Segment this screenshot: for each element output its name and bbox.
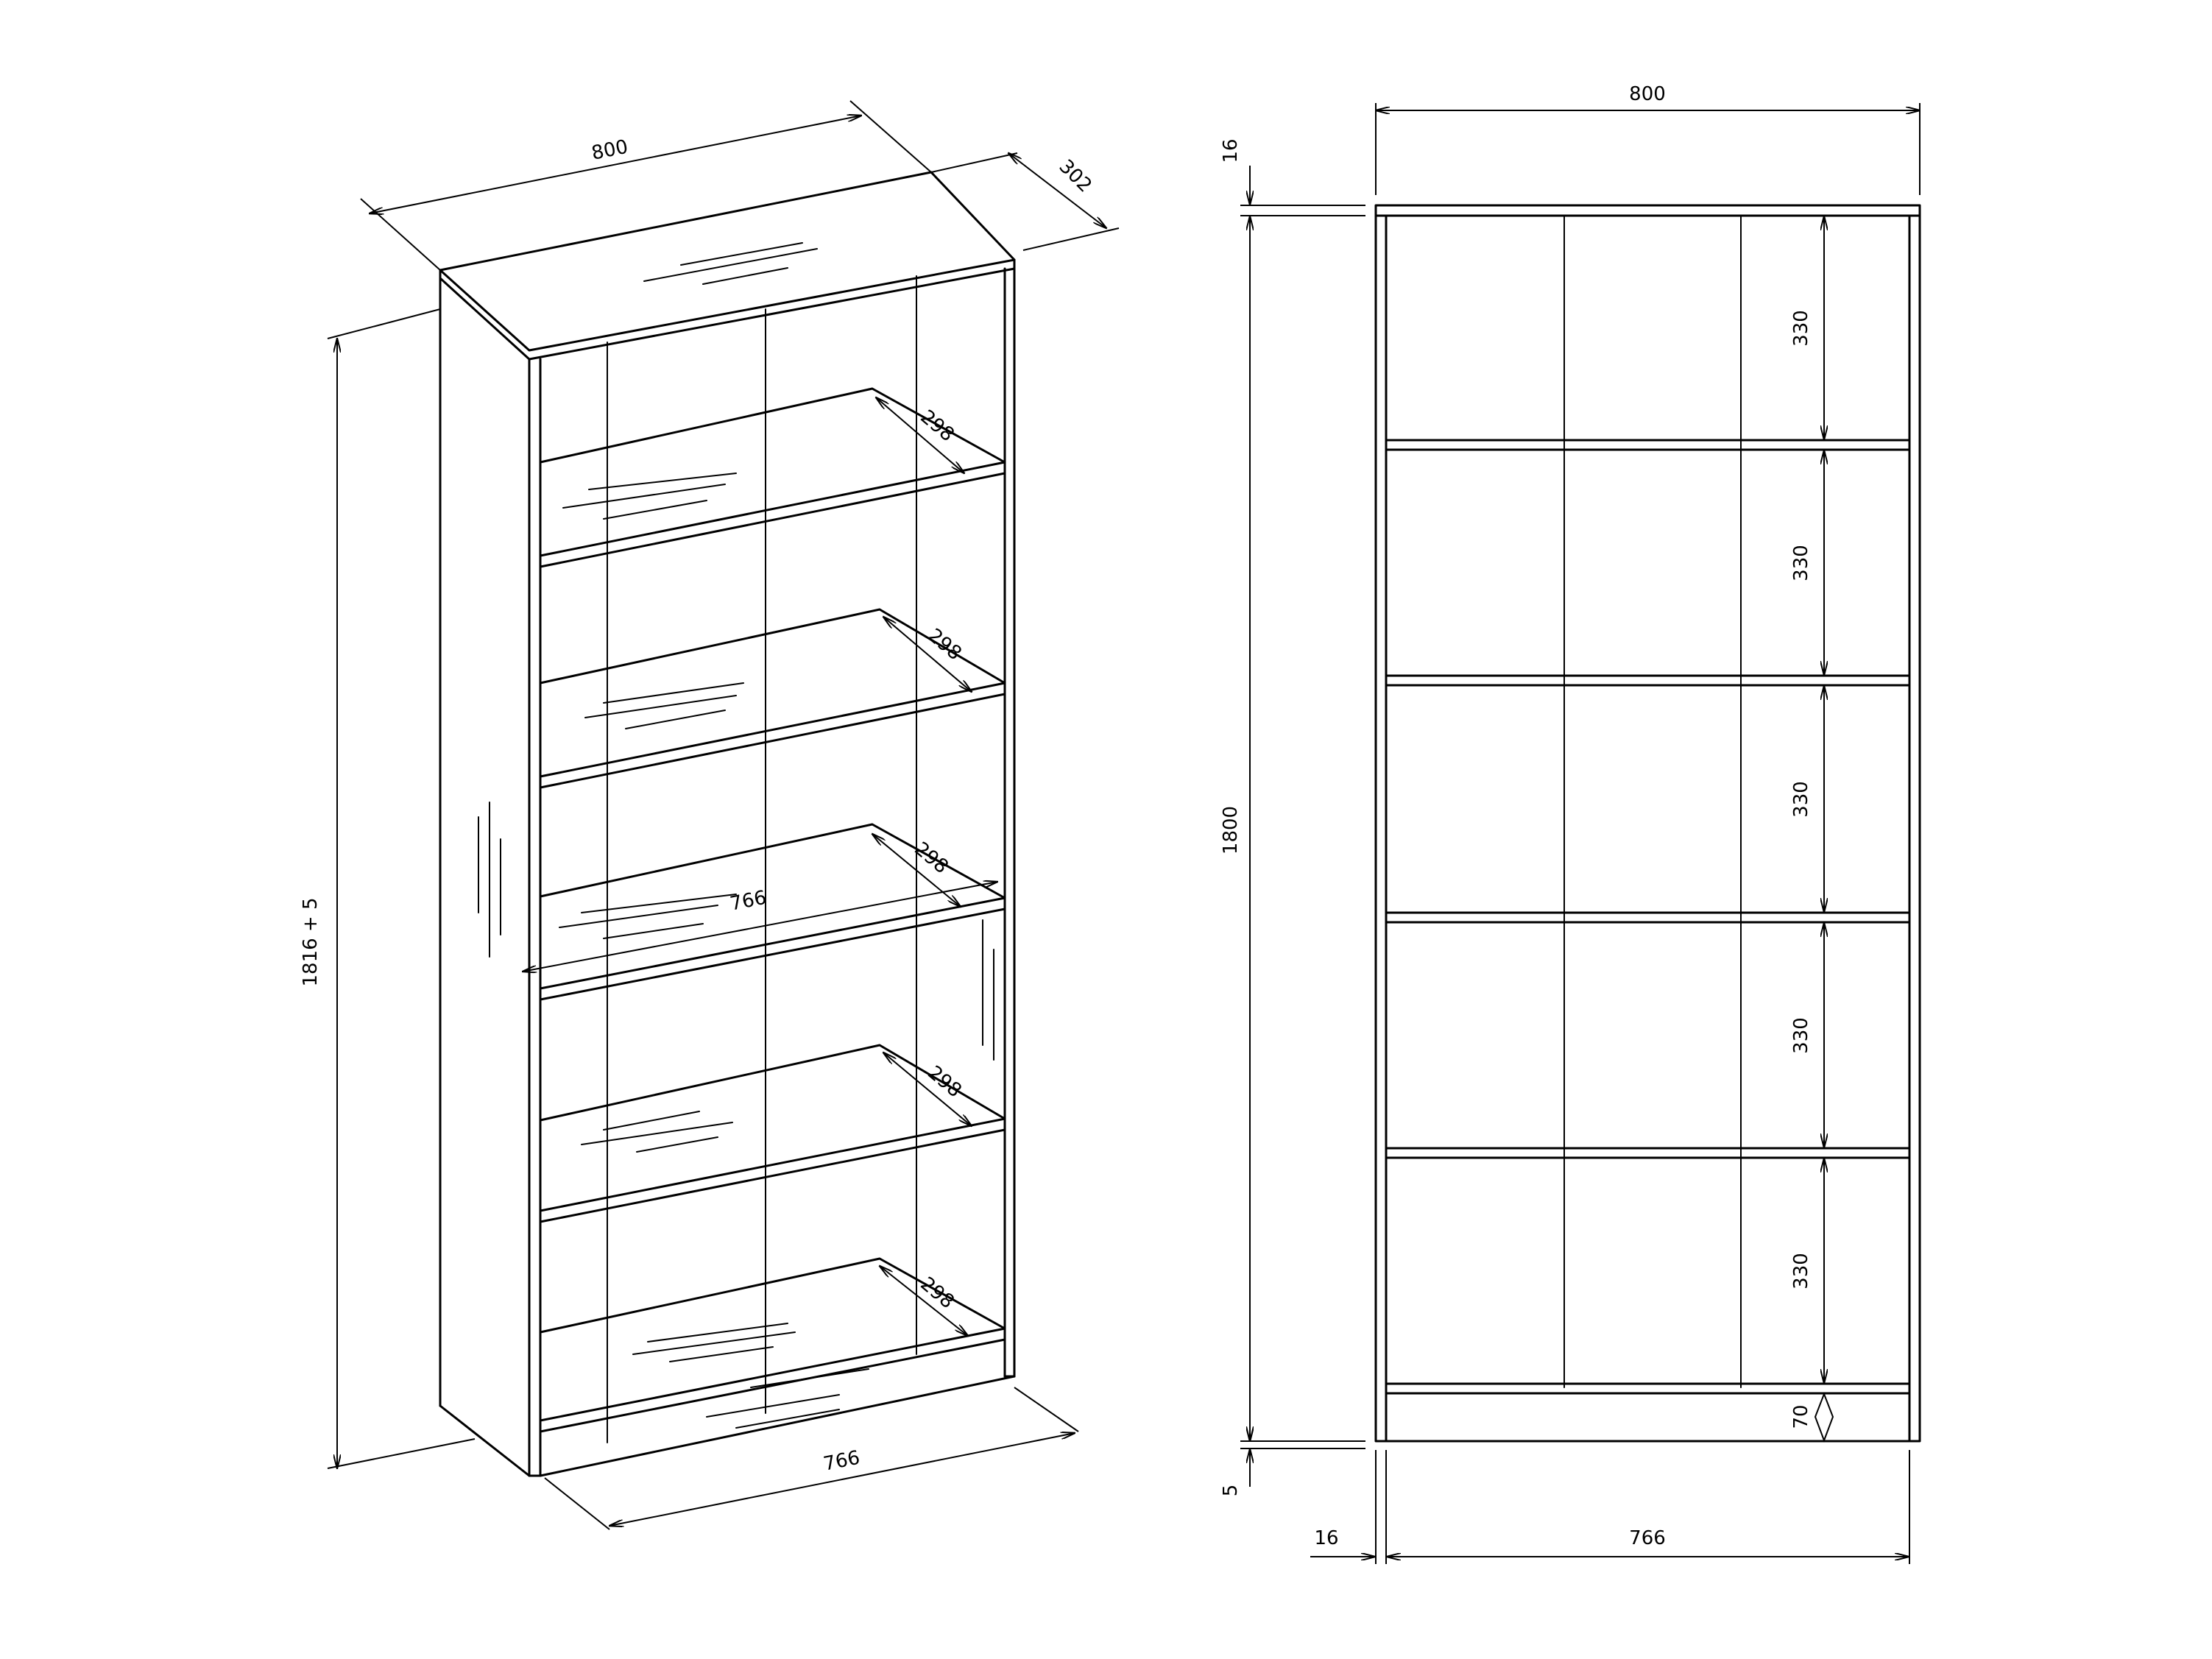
dim-label: 330 (1790, 781, 1812, 818)
plinth (539, 1368, 1016, 1477)
dim-label: 302 (1054, 155, 1095, 197)
bottom-shelf (539, 1257, 1006, 1433)
dim-label: 1816 + 5 (300, 897, 322, 986)
dim-shelf-depth-2: 298 (883, 617, 972, 692)
front-dim-plinth-70: 70 (1790, 1392, 1834, 1443)
dim-label: 1800 (1220, 806, 1242, 855)
dim-label: 766 (821, 1447, 862, 1476)
dim-height-1816: 1816 + 5 (300, 308, 476, 1468)
front-dim-width-800: 800 (1375, 83, 1921, 195)
dim-label: 16 (1314, 1527, 1338, 1549)
shelf-2 (539, 608, 1006, 789)
side-panels (1374, 214, 1921, 1443)
front-dim-height-1800: 1800 (1220, 216, 1365, 1442)
dim-label: 330 (1790, 1017, 1812, 1054)
dim-width-800: 800 (360, 100, 932, 271)
dim-label: 800 (1629, 83, 1666, 105)
dim-label: 5 (1220, 1485, 1242, 1497)
dim-label: 298 (923, 1061, 965, 1102)
dim-label: 330 (1790, 1253, 1812, 1290)
front-dim-compartment-2: 330 (1790, 450, 1824, 675)
front-dim-top-16: 16 (1220, 138, 1365, 236)
top-board (1374, 204, 1921, 217)
dim-label: 766 (728, 887, 768, 916)
dim-label: 298 (916, 406, 958, 446)
front-dim-compartment-4: 330 (1790, 923, 1824, 1147)
dim-inner-width-middle: 766 (523, 882, 997, 972)
dim-label: 16 (1220, 138, 1242, 163)
front-dim-side-16: 16 (1310, 1450, 1387, 1564)
shelf-4 (539, 1044, 1006, 1223)
front-view: 800 16 1800 5 16 (1220, 83, 1921, 1564)
left-side-panel (439, 277, 542, 1477)
front-dim-foot-5: 5 (1220, 1421, 1365, 1496)
front-dim-inner-766: 766 (1387, 1450, 1910, 1564)
front-shelves (1385, 439, 1911, 1443)
dim-label: 298 (923, 624, 965, 665)
shelf-1 (539, 387, 1006, 568)
dim-label: 330 (1790, 545, 1812, 581)
front-dim-compartment-5: 330 (1790, 1159, 1824, 1383)
dim-label: 70 (1790, 1404, 1812, 1429)
dim-shelf-depth-1: 298 (876, 397, 964, 473)
front-dim-compartment-3: 330 (1790, 686, 1824, 912)
back-panel-lines (1563, 215, 1742, 1388)
dim-label: 800 (590, 136, 630, 165)
front-dim-compartment-1: 330 (1790, 216, 1824, 439)
top-panel (439, 171, 1016, 361)
dim-label: 330 (1790, 310, 1812, 347)
dim-shelf-depth-4: 298 (883, 1053, 972, 1126)
perspective-view: 800 302 1816 + 5 766 766 (300, 100, 1120, 1530)
dim-label: 298 (916, 1273, 958, 1313)
dim-label: 766 (1629, 1527, 1666, 1549)
